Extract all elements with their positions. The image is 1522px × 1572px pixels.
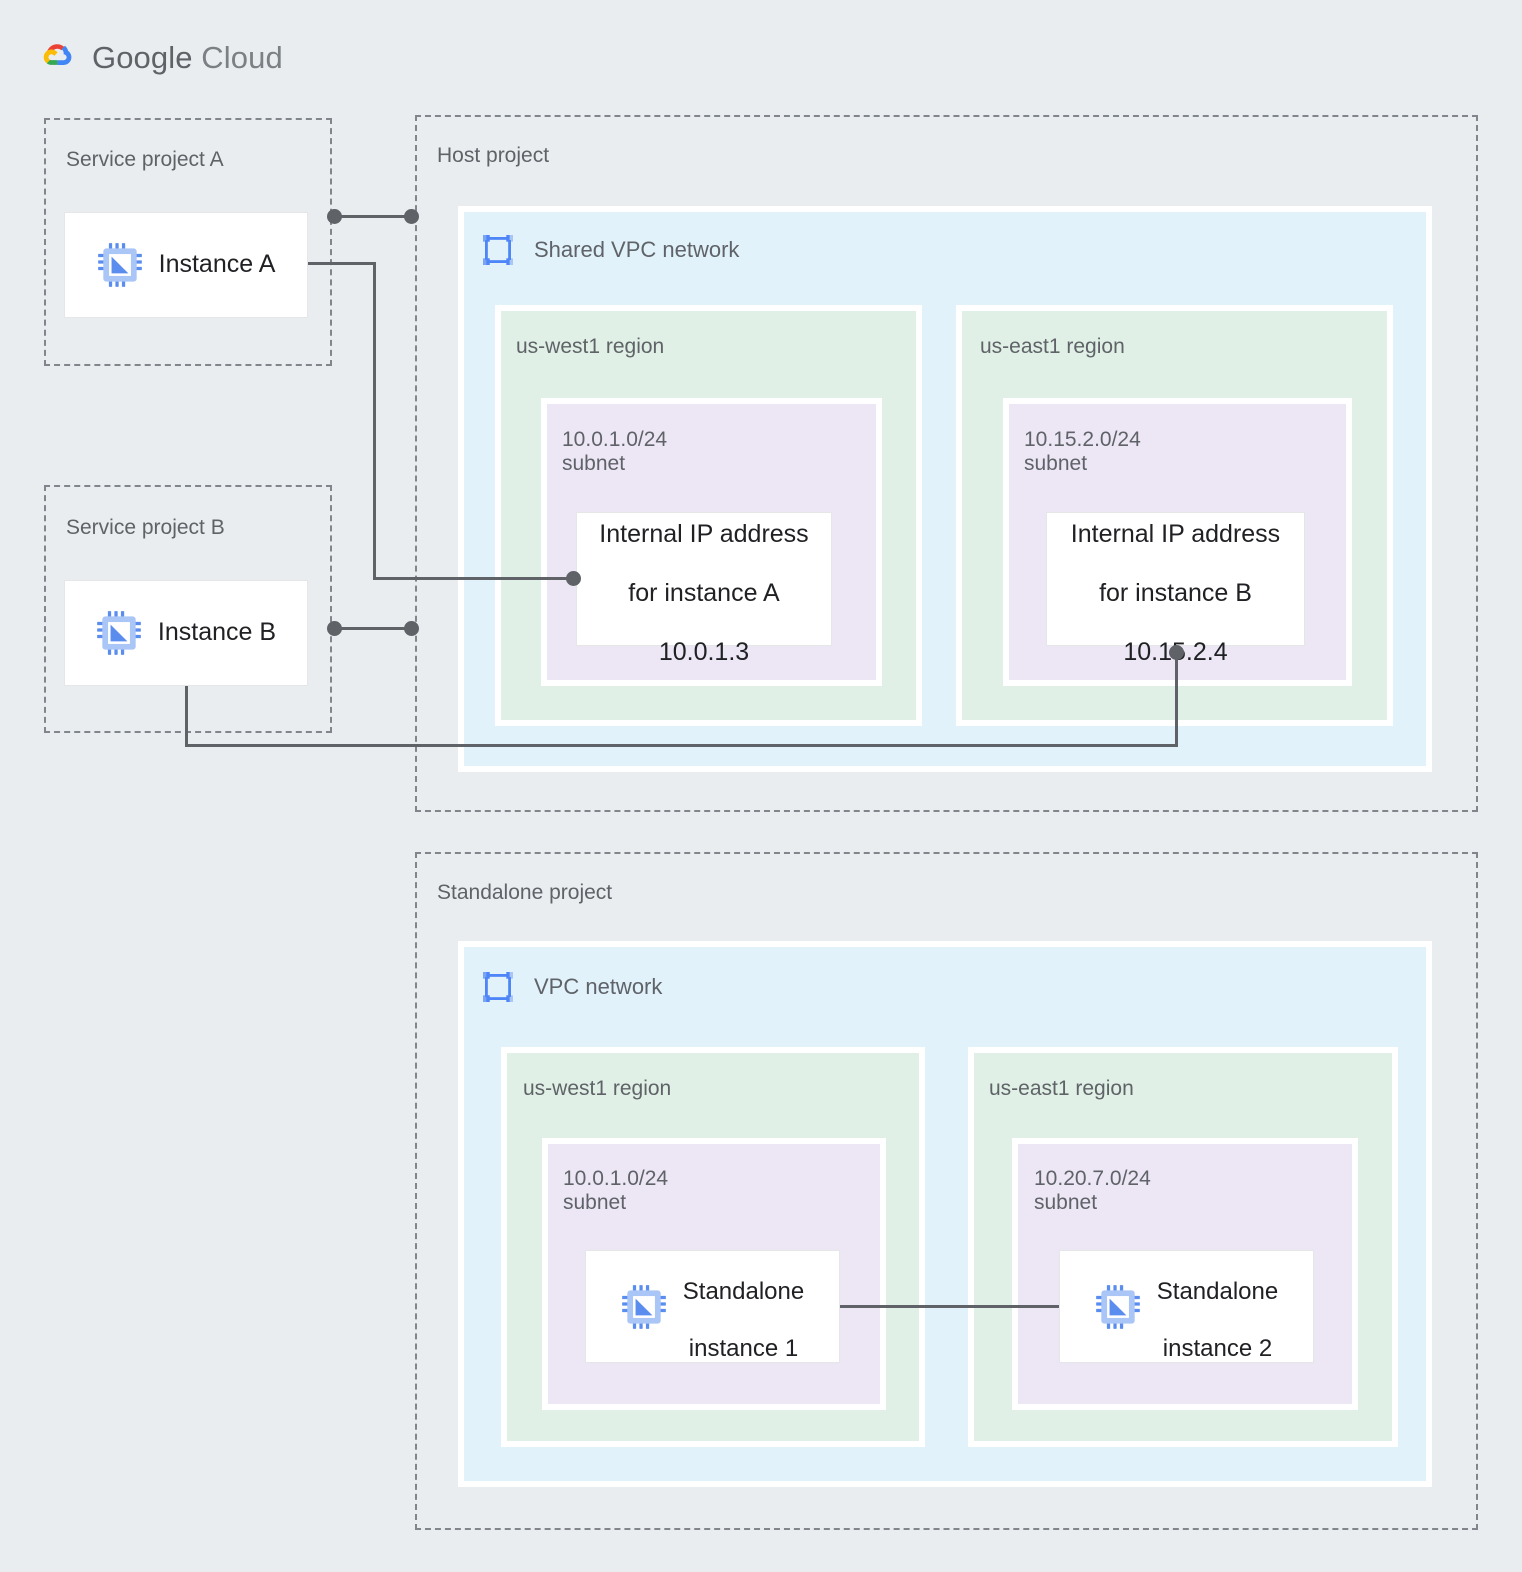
host-subnet-10-15-2-0-kind: subnet bbox=[1024, 451, 1088, 475]
host-subnet-10-15-2-0-cidr: 10.15.2.0/24 bbox=[1024, 428, 1141, 451]
vpc-network-icon bbox=[483, 235, 513, 265]
google-cloud-brand: Google Cloud bbox=[34, 36, 283, 80]
standalone-us-east1-region-label: us-east1 region bbox=[989, 1077, 1134, 1100]
standalone-instance-1-node[interactable]: Standalone instance 1 bbox=[585, 1250, 840, 1363]
connector-instance-a-to-host-project bbox=[334, 215, 414, 218]
internal-ip-instance-b-label: Internal IP address for instance B 10.15… bbox=[1071, 491, 1280, 668]
connector-dot-instance-b-left bbox=[327, 621, 342, 636]
host-subnet-10-0-1-0-label: 10.0.1.0/24 subnet bbox=[562, 428, 667, 475]
connector-dot-instance-a-left bbox=[327, 209, 342, 224]
standalone-instance-1-label: Standalone instance 1 bbox=[683, 1250, 804, 1363]
host-subnet-10-0-1-0-cidr: 10.0.1.0/24 bbox=[562, 428, 668, 451]
instance-b-label: Instance B bbox=[157, 618, 277, 647]
internal-ip-a-line2: for instance A bbox=[628, 579, 780, 607]
standalone-subnet-10-0-1-0-label: 10.0.1.0/24 subnet bbox=[563, 1167, 668, 1214]
internal-ip-a-line1: Internal IP address bbox=[599, 520, 809, 548]
internal-ip-a-line3: 10.0.1.3 bbox=[658, 638, 750, 666]
vpc-network-icon bbox=[483, 972, 513, 1002]
connector-instance-b-segment-2 bbox=[185, 744, 1178, 747]
standalone-subnet-10-20-7-0-kind: subnet bbox=[1034, 1190, 1098, 1214]
connector-dot-instance-a-right bbox=[404, 209, 419, 224]
brand-name-cloud: Cloud bbox=[201, 40, 283, 75]
connector-dot-internal-ip-a bbox=[566, 571, 581, 586]
internal-ip-instance-a-label: Internal IP address for instance A 10.0.… bbox=[599, 491, 808, 668]
instance-b-node[interactable]: Instance B bbox=[64, 580, 308, 686]
connector-instance-b-to-host-project bbox=[334, 627, 414, 630]
service-project-a-container bbox=[44, 118, 332, 366]
host-us-east1-region-label: us-east1 region bbox=[980, 335, 1125, 358]
connector-instance-b-segment-1 bbox=[185, 686, 188, 747]
internal-ip-b-line2: for instance B bbox=[1099, 579, 1252, 607]
internal-ip-instance-a-node[interactable]: Internal IP address for instance A 10.0.… bbox=[576, 512, 832, 666]
shared-vpc-network-label: Shared VPC network bbox=[534, 237, 740, 262]
connector-instance-a-segment-2 bbox=[373, 262, 376, 580]
standalone-instance-2-line2: instance 2 bbox=[1162, 1334, 1273, 1362]
standalone-subnet-10-20-7-0-label: 10.20.7.0/24 subnet bbox=[1034, 1167, 1151, 1214]
standalone-instance-2-node[interactable]: Standalone instance 2 bbox=[1059, 1250, 1314, 1363]
host-subnet-10-15-2-0-label: 10.15.2.0/24 subnet bbox=[1024, 428, 1141, 475]
instance-a-label: Instance A bbox=[158, 250, 276, 279]
host-subnet-10-0-1-0-kind: subnet bbox=[562, 451, 626, 475]
connector-dot-internal-ip-b bbox=[1169, 645, 1184, 660]
host-project-container bbox=[415, 115, 1478, 812]
vpc-network-header: VPC network bbox=[478, 967, 662, 1007]
connector-standalone-1-to-standalone-2 bbox=[840, 1305, 1059, 1308]
standalone-instance-2-label: Standalone instance 2 bbox=[1157, 1250, 1278, 1363]
standalone-project-title: Standalone project bbox=[437, 881, 613, 904]
service-project-b-title: Service project B bbox=[66, 516, 225, 539]
standalone-project-container bbox=[415, 852, 1478, 1530]
service-project-a-title: Service project A bbox=[66, 148, 224, 171]
standalone-us-west1-region-label: us-west1 region bbox=[523, 1077, 672, 1100]
vpc-network-label: VPC network bbox=[534, 974, 663, 999]
standalone-subnet-10-0-1-0-kind: subnet bbox=[563, 1190, 627, 1214]
standalone-instance-1-line1: Standalone bbox=[682, 1278, 805, 1306]
shared-vpc-network-header: Shared VPC network bbox=[478, 230, 739, 270]
connector-instance-a-segment-3 bbox=[373, 577, 574, 580]
internal-ip-b-line1: Internal IP address bbox=[1070, 520, 1281, 548]
compute-instance-icon bbox=[97, 243, 142, 287]
standalone-instance-2-line1: Standalone bbox=[1156, 1278, 1279, 1306]
standalone-subnet-10-20-7-0-cidr: 10.20.7.0/24 bbox=[1034, 1167, 1151, 1190]
google-cloud-logo-icon bbox=[43, 44, 72, 65]
connector-instance-b-segment-3 bbox=[1175, 652, 1178, 744]
internal-ip-instance-b-node[interactable]: Internal IP address for instance B 10.15… bbox=[1046, 512, 1305, 666]
service-project-b-container bbox=[44, 485, 332, 733]
connector-instance-a-segment-1 bbox=[308, 262, 376, 265]
instance-a-node[interactable]: Instance A bbox=[64, 212, 308, 318]
host-project-title: Host project bbox=[437, 144, 550, 167]
connector-dot-instance-b-right bbox=[404, 621, 419, 636]
compute-instance-icon bbox=[621, 1284, 666, 1329]
compute-instance-icon bbox=[97, 611, 141, 655]
compute-instance-icon bbox=[1095, 1284, 1140, 1329]
host-us-west1-region-label: us-west1 region bbox=[516, 335, 665, 358]
standalone-instance-1-line2: instance 1 bbox=[688, 1334, 799, 1362]
standalone-subnet-10-0-1-0-cidr: 10.0.1.0/24 bbox=[563, 1167, 669, 1190]
brand-text: Google Cloud bbox=[92, 40, 283, 76]
brand-name-google: Google bbox=[92, 40, 193, 75]
